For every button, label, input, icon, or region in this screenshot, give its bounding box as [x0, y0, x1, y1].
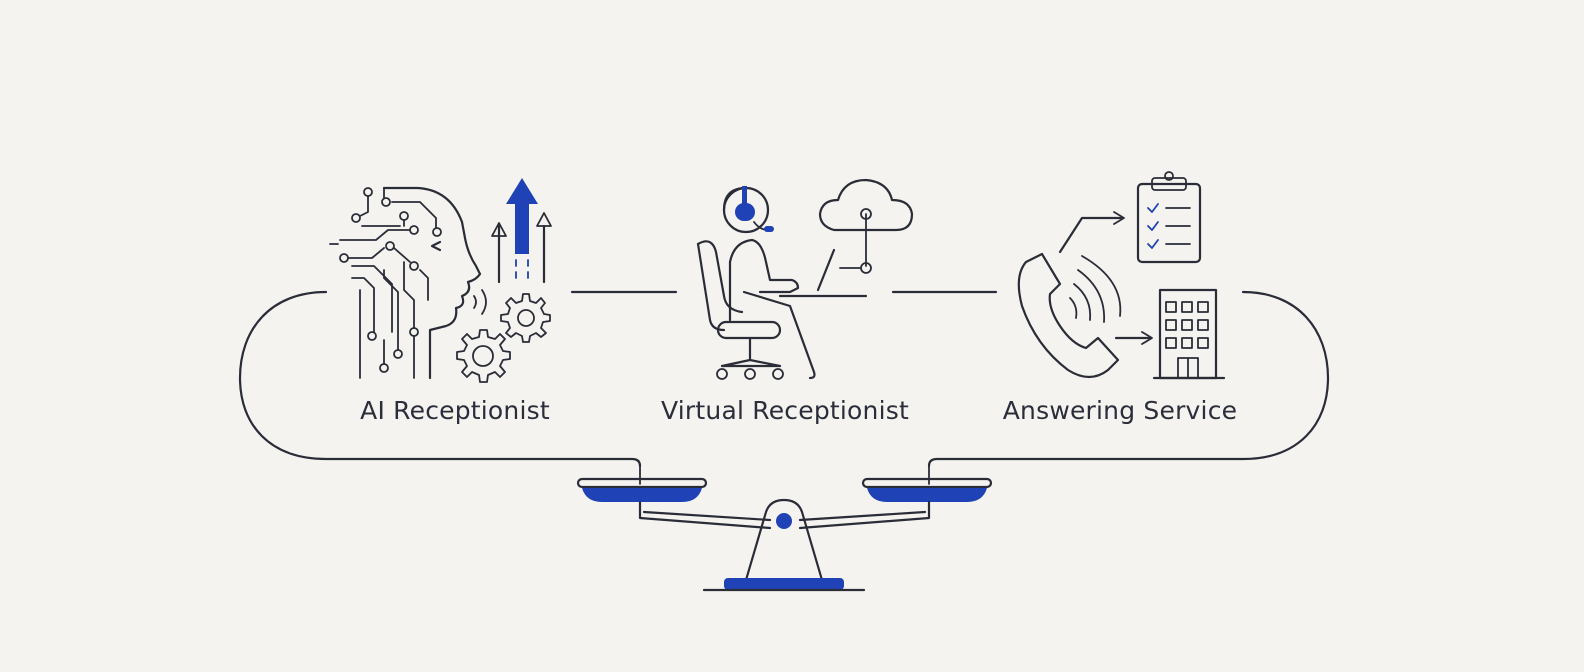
remote-worker-headset-icon [696, 178, 914, 380]
phone-call-routing-icon [1017, 171, 1226, 380]
virtual-receptionist-label: Virtual Receptionist [661, 396, 909, 425]
connector-loop [238, 290, 1330, 468]
answering-service-label: Answering Service [1002, 396, 1238, 425]
ai-receptionist-label: AI Receptionist [360, 396, 550, 425]
ai-head-circuit-icon [329, 178, 552, 383]
balance-scale-icon [576, 465, 993, 592]
